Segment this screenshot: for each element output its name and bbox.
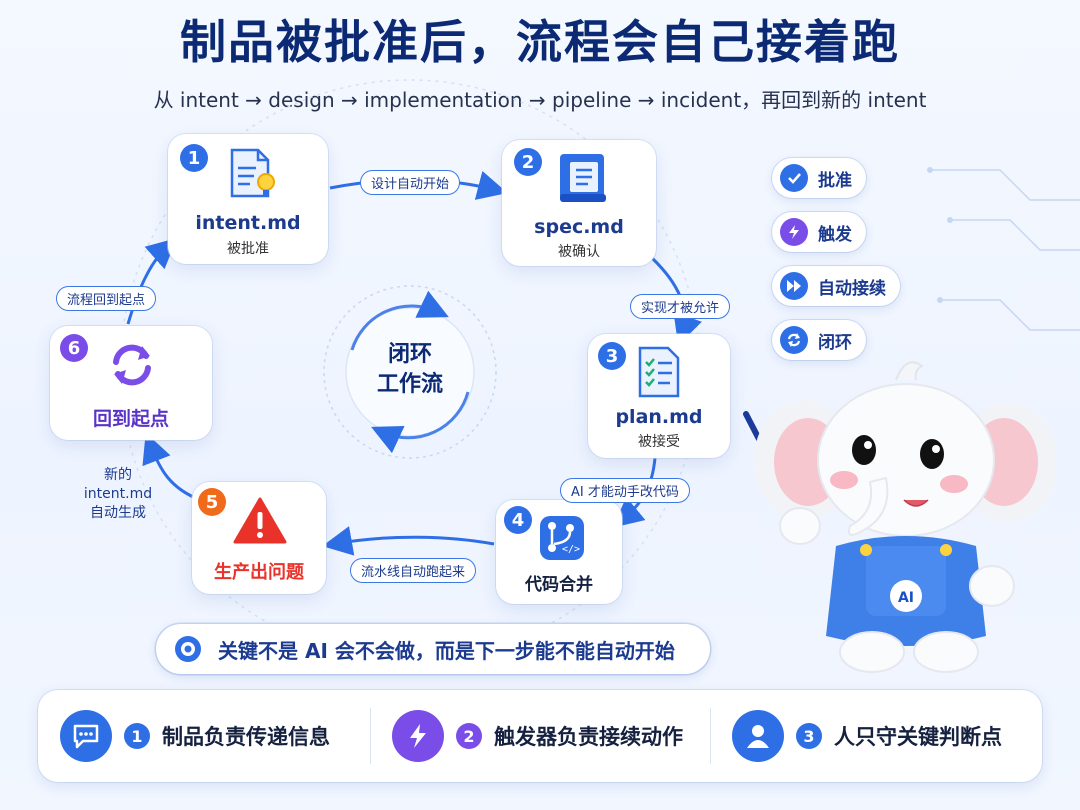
fast-forward-icon — [780, 272, 808, 300]
transition-label-line: 新的 — [104, 467, 132, 483]
transition-label-5-6: 新的 intent.md 自动生成 — [68, 466, 168, 523]
step-title: spec.md — [534, 216, 624, 238]
refresh-cycle-icon — [113, 344, 151, 386]
legend-label: 闭环 — [818, 332, 852, 353]
step-title: 代码合并 — [525, 575, 593, 595]
footer-divider — [370, 708, 371, 764]
elephant-mascot-illustration: AI — [743, 361, 1056, 673]
key-message-text: 关键不是 AI 会不会做，而是下一步能不能自动开始 — [218, 638, 675, 663]
footer-bar: 1 制品负责传递信息 2 触发器负责接续动作 3 人只守关键判断点 — [38, 690, 1042, 782]
footer-item-triggers: 2 触发器负责接续动作 — [392, 710, 683, 762]
page-subtitle: 从 intent → design → implementation → pip… — [153, 88, 927, 112]
step-title: plan.md — [615, 406, 703, 428]
warning-icon — [233, 497, 287, 544]
footer-item-artifacts: 1 制品负责传递信息 — [60, 710, 330, 762]
step-card-intent[interactable]: 1 intent.md 被批准 — [168, 134, 328, 264]
target-icon — [175, 636, 201, 662]
footer-label: 人只守关键判断点 — [834, 725, 1002, 749]
book-icon — [560, 154, 606, 202]
check-icon — [780, 164, 808, 192]
center-label-line2: 工作流 — [376, 372, 443, 397]
key-message: 关键不是 AI 会不会做，而是下一步能不能自动开始 — [156, 624, 710, 674]
footer-item-human: 3 人只守关键判断点 — [732, 710, 1002, 762]
legend-label: 批准 — [818, 170, 852, 191]
transition-label-line: intent.md — [83, 486, 153, 502]
step-number-badge: 1 — [180, 144, 208, 172]
legend-item-auto-continue: 自动接续 — [772, 266, 900, 306]
center-label-line1: 闭环 — [387, 342, 432, 367]
transition-label-6-1: 流程回到起点 — [56, 286, 157, 311]
footer-number: 1 — [124, 723, 150, 749]
footer-number: 2 — [456, 723, 482, 749]
legend-item-approve: 批准 — [772, 158, 866, 198]
legend-label: 自动接续 — [818, 278, 886, 299]
transition-label-line: 自动生成 — [90, 505, 146, 521]
step-title: 生产出问题 — [214, 562, 304, 583]
cycle-icon — [780, 326, 808, 354]
git-merge-icon: </> — [540, 516, 584, 560]
step-status: 被批准 — [227, 241, 269, 257]
step-status: 被确认 — [558, 244, 600, 260]
legend-label: 触发 — [818, 224, 852, 245]
chat-icon — [60, 710, 112, 762]
lightning-icon — [780, 218, 808, 246]
step-number-badge: 4 — [504, 506, 532, 534]
transition-label-1-2: 设计自动开始 — [360, 170, 461, 195]
svg-text:</>: </> — [562, 544, 580, 555]
transition-label-3-4: AI 才能动手改代码 — [560, 478, 690, 503]
step-card-plan[interactable]: 3 plan.md 被接受 — [588, 334, 730, 458]
footer-number: 3 — [796, 723, 822, 749]
legend-item-loop: 闭环 — [772, 320, 866, 360]
transition-label-4-5: 流水线自动跑起来 — [350, 558, 477, 583]
step-number-badge: 3 — [598, 342, 626, 370]
center-label: 闭环 工作流 — [360, 340, 460, 400]
footer-divider — [710, 708, 711, 764]
mascot-badge-text: AI — [898, 590, 914, 606]
document-lightbulb-icon — [230, 148, 275, 198]
transition-label-2-3: 实现才被允许 — [630, 294, 731, 319]
step-status: 被接受 — [638, 434, 680, 450]
footer-label: 制品负责传递信息 — [162, 725, 330, 749]
step-card-spec[interactable]: 2 spec.md 被确认 — [502, 140, 656, 266]
step-number-badge: 6 — [60, 334, 88, 362]
step-card-restart[interactable]: 6 回到起点 — [50, 326, 212, 440]
person-icon — [732, 710, 784, 762]
legend-item-trigger: 触发 — [772, 212, 866, 252]
step-number-badge: 5 — [198, 488, 226, 516]
step-number-badge: 2 — [514, 148, 542, 176]
checklist-icon — [638, 346, 680, 398]
lightning-icon — [392, 710, 444, 762]
step-card-incident[interactable]: 5 生产出问题 — [192, 482, 326, 594]
step-title: 回到起点 — [92, 408, 169, 430]
step-title: intent.md — [195, 212, 301, 234]
step-card-merge[interactable]: 4 </> 代码合并 — [496, 500, 622, 604]
footer-label: 触发器负责接续动作 — [494, 725, 683, 749]
page-title: 制品被批准后，流程会自己接着跑 — [180, 15, 900, 69]
